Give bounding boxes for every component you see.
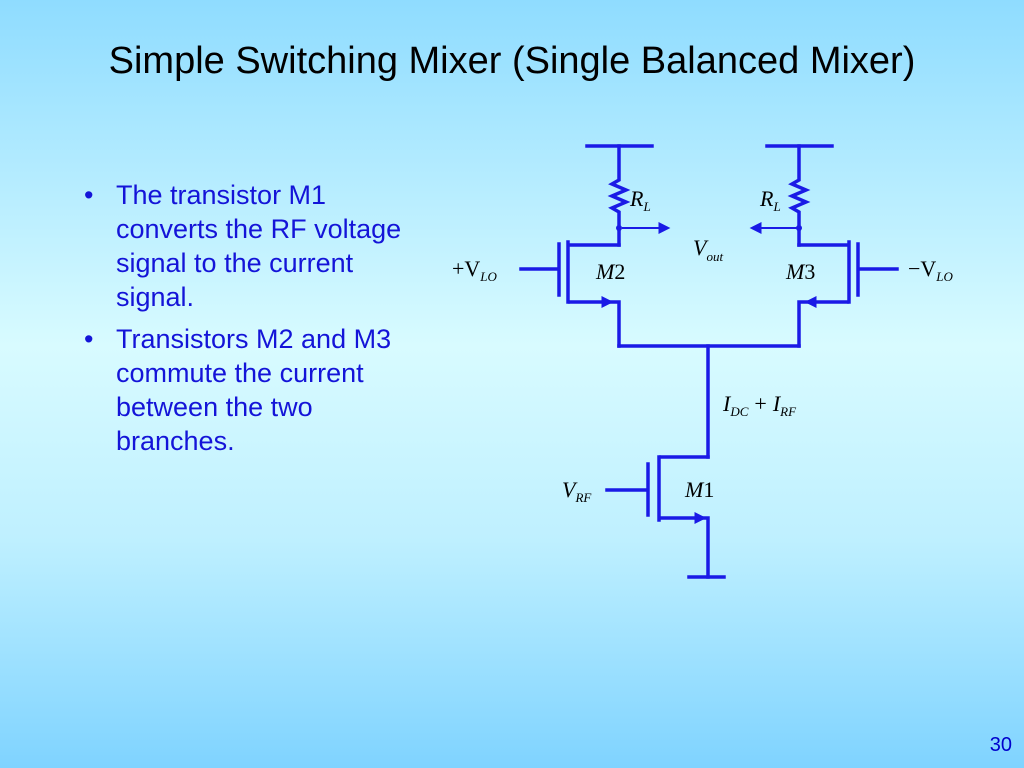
bullet-item: Transistors M2 and M3 commute the curren…: [72, 322, 422, 458]
label-vlo-minus: −VLO: [908, 256, 954, 284]
bullet-item: The transistor M1 converts the RF voltag…: [72, 178, 422, 314]
label-vrf: VRF: [562, 477, 592, 505]
m3-source: [797, 300, 849, 348]
m1-source: [659, 516, 710, 579]
slide-title: Simple Switching Mixer (Single Balanced …: [108, 40, 916, 82]
label-idc-irf: IDC+IRF: [722, 391, 797, 419]
resistor-rl-right: [787, 144, 811, 247]
label-vlo-plus: +VLO: [452, 256, 498, 284]
label-rl-left: RL: [629, 186, 651, 214]
page-number: 30: [989, 734, 1012, 756]
m2-source: [568, 300, 621, 348]
bullet-list: The transistor M1 converts the RF voltag…: [72, 178, 422, 466]
resistor-rl-left: [607, 144, 631, 247]
label-m3: M3: [785, 259, 815, 284]
node-dot-right-top: [796, 225, 802, 231]
label-m1: M1: [684, 477, 714, 502]
node-dot-left-top: [616, 225, 622, 231]
label-vout: Vout: [693, 235, 723, 264]
label-rl-right: RL: [759, 186, 781, 214]
label-m2: M2: [595, 259, 625, 284]
